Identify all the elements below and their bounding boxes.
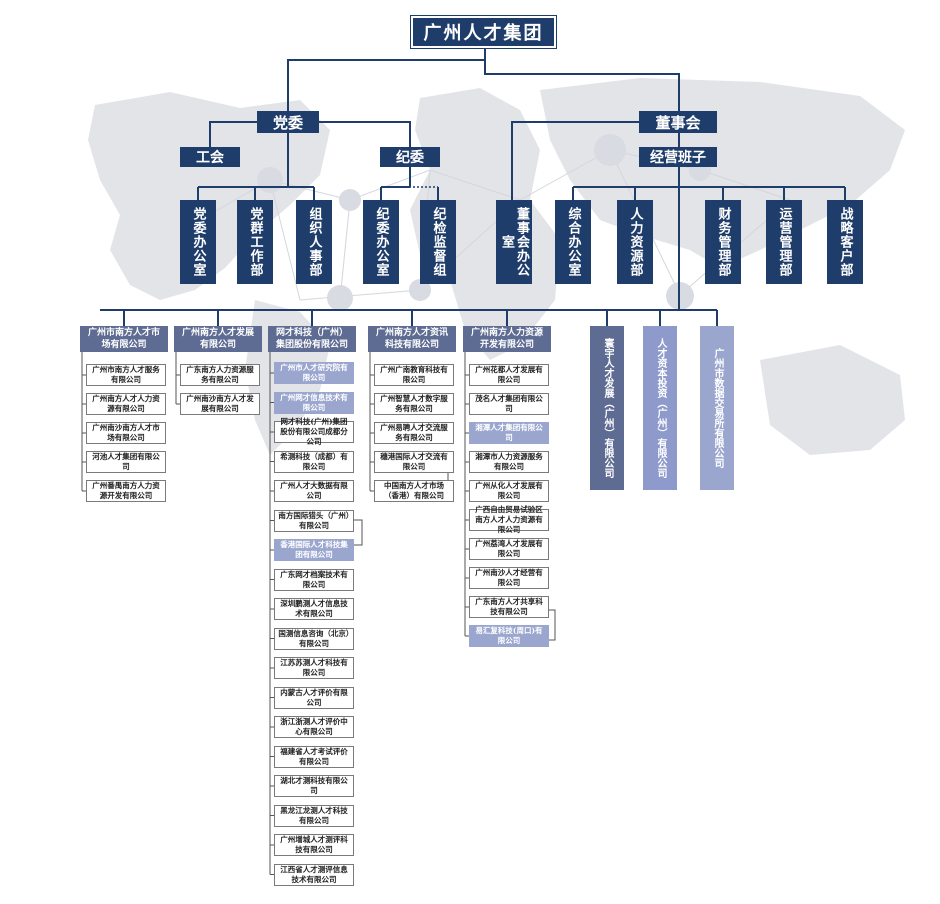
company-node: 湘潭人才集团有限公司 (469, 422, 549, 444)
discipline-node: 纪委 (380, 147, 440, 167)
company-node: 广州市人才研究院有限公司 (274, 362, 354, 384)
company-node: 广州市南方人才服务有限公司 (86, 364, 166, 386)
company-node: 广州番禺南方人力资源开发有限公司 (86, 480, 166, 502)
company-node: 穗港国际人才交流有限公司 (374, 451, 454, 473)
department-node: 人力资源部 (617, 200, 653, 284)
subsidiary-header: 广州南方人才发展有限公司 (174, 326, 262, 352)
department-node: 纪委办公室 (363, 200, 399, 284)
company-node: 广东网才档案技术有限公司 (274, 568, 354, 591)
person-node-icon (594, 134, 626, 166)
company-node: 广西自由贸易试验区南方人才人力资源有限公司 (469, 505, 549, 534)
company-node: 湖北才测科技有限公司 (274, 775, 354, 797)
map-north-america (88, 92, 330, 300)
department-node: 财务管理部 (705, 200, 741, 284)
department-node: 纪检监督组 (420, 200, 456, 284)
department-node: 综合办公室 (555, 200, 591, 284)
company-node: 江苏苏测人才科技有限公司 (274, 657, 354, 679)
company-node: 广州人才大数据有限公司 (274, 480, 354, 502)
company-node: 香港国际人才科技集团有限公司 (274, 539, 354, 561)
company-node: 国测信息咨询（北京）有限公司 (274, 627, 354, 650)
department-node: 董事会办公室 (496, 200, 532, 284)
connector-line (287, 48, 486, 111)
company-node: 广州易聘人才交流服务有限公司 (374, 422, 454, 444)
party-committee-node: 党委 (257, 111, 319, 133)
company-node: 内蒙古人才评价有限公司 (274, 686, 354, 709)
company-node: 茂名人才集团有限公司 (469, 393, 549, 415)
company-node: 广东南方人力资源服务有限公司 (180, 364, 260, 386)
department-node: 党委办公室 (180, 200, 216, 284)
subsidiary-header: 网才科技（广州）集团股份有限公司 (268, 326, 356, 352)
subsidiary-header: 广州市南方人才市场有限公司 (80, 326, 168, 352)
company-node: 湘潭市人力资源服务有限公司 (469, 451, 549, 473)
company-node: 广州智慧人才数字服务有限公司 (374, 393, 454, 415)
connector-line (545, 609, 556, 641)
company-node: 广州荔湾人才发展有限公司 (469, 538, 549, 560)
map-australia (760, 345, 905, 455)
company-node: 广州南沙南方人才市场有限公司 (86, 422, 166, 444)
company-node: 广州南沙南方人才发展有限公司 (180, 393, 260, 415)
company-node: 易汇复科技(周口)有限公司 (469, 625, 549, 647)
company-node: 福建省人才考试评价有限公司 (274, 745, 354, 768)
company-node: 广州南沙人才经营有限公司 (469, 567, 549, 589)
company-node: 广州广南教育科技有限公司 (374, 364, 454, 386)
company-node: 广州网才信息技术有限公司 (274, 391, 354, 414)
company-node: 网才科技(广州)集团股份有限公司成都分公司 (274, 417, 354, 446)
company-node: 深圳鹏测人才信息技术有限公司 (274, 598, 354, 620)
company-node: 广州南方人才人力资源有限公司 (86, 393, 166, 415)
management-node: 经营班子 (639, 147, 717, 167)
root-node: 广州人才集团 (411, 16, 556, 48)
company-node: 黑龙江龙测人才科技有限公司 (274, 804, 354, 827)
company-node: 江西省人才测评信息技术有限公司 (274, 863, 354, 886)
connector-line (511, 121, 679, 200)
company-node: 广州从化人才发展有限公司 (469, 480, 549, 502)
independent-company-node: 人才资本投资（广州）有限公司 (643, 326, 677, 490)
independent-company-node: 广州市数据交易所有限公司 (700, 326, 734, 490)
department-node: 运营管理部 (766, 200, 802, 284)
connector-line (352, 519, 363, 546)
union-node: 工会 (180, 147, 240, 167)
company-node: 广东南方人才共享科技有限公司 (469, 596, 549, 618)
board-node: 董事会 (639, 111, 717, 133)
department-node: 党群工作部 (237, 200, 273, 284)
person-node-icon (409, 279, 431, 301)
subsidiary-header: 广州南方人力资源开发有限公司 (463, 326, 551, 352)
connector-line (484, 48, 680, 111)
company-node: 希测科技（成都）有限公司 (274, 450, 354, 473)
person-node-icon (327, 285, 353, 311)
company-node: 广州花都人才发展有限公司 (469, 364, 549, 386)
department-node: 战略客户部 (827, 200, 863, 284)
company-node: 广州增城人才测评科技有限公司 (274, 834, 354, 856)
company-node: 河池人才集团有限公司 (86, 451, 166, 473)
connector-line (288, 121, 411, 147)
subsidiary-header: 广州南方人才资讯科技有限公司 (368, 326, 456, 352)
independent-company-node: 寰宇人才发展（广州）有限公司 (590, 326, 624, 490)
person-node-icon (339, 189, 361, 211)
company-node: 中国南方人才市场（香港）有限公司 (374, 480, 454, 502)
company-node: 浙江浙测人才评价中心有限公司 (274, 716, 354, 738)
map-europe-africa (410, 88, 560, 360)
department-node: 组织人事部 (296, 200, 332, 284)
company-node: 南方国际猎头（广州）有限公司 (274, 509, 354, 532)
